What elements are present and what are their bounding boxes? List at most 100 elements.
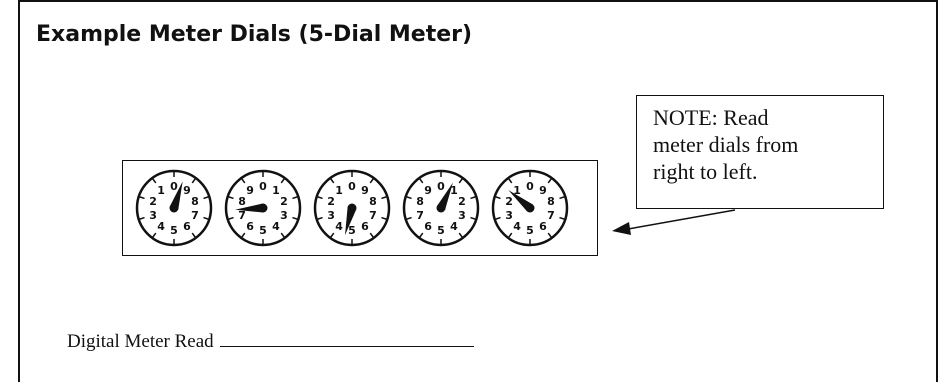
dial-tick [317,216,323,220]
dial-number: 5 [437,224,445,237]
digital-meter-read: Digital Meter Read [67,330,474,353]
dial-number: 1 [272,184,280,197]
dial-number: 5 [526,224,534,237]
dial-number: 6 [183,220,191,233]
dial-number: 4 [157,220,165,233]
dial-tick [495,196,501,200]
dial-pointer [169,181,183,210]
dial-number: 3 [505,209,513,222]
dial-number: 0 [526,180,534,193]
dial-number: 7 [369,209,377,222]
dial-tick [203,216,209,220]
dial-number: 6 [246,220,254,233]
dial-number: 9 [183,184,191,197]
dial-number: 9 [246,184,254,197]
dial-number: 5 [170,224,178,237]
dial-tick [559,216,565,220]
arrow-shaft [627,209,736,230]
dial-number: 8 [416,195,424,208]
note-box: NOTE: Read meter dials from right to lef… [636,95,884,209]
dial-number: 6 [424,220,432,233]
dial-pointer [345,206,357,236]
dial-face [313,169,391,247]
dial-tick [419,178,424,184]
dial-number: 2 [149,195,157,208]
dial-tick [228,196,234,200]
dial-number: 9 [539,184,547,197]
dial-number: 2 [458,195,466,208]
dial-number: 4 [335,220,343,233]
dial-hub [347,203,357,213]
dial-number: 3 [327,209,335,222]
dial-tick [228,216,234,220]
dial-number: 2 [280,195,288,208]
dial-tick [419,232,424,238]
dial-tick [241,178,246,184]
dial-face [491,169,569,247]
dial-number: 7 [238,209,246,222]
dial-pointer [235,203,264,213]
dial-number: 8 [547,195,555,208]
dial-tick [508,178,513,184]
dial-hub [525,203,535,213]
digital-meter-read-label: Digital Meter Read [67,331,214,352]
dial-tick [203,196,209,200]
dial-tick [152,178,157,184]
dial-number: 4 [272,220,280,233]
dial-tick [139,216,145,220]
dial-tick [317,196,323,200]
dial-number: 1 [513,184,521,197]
dial-tick [458,232,463,238]
note-line-2: meter dials from [653,132,799,157]
dial-tick [191,232,196,238]
dial-tick [470,196,476,200]
dial-number: 9 [361,184,369,197]
dial-tick [241,232,246,238]
dial-number: 6 [539,220,547,233]
dial-number: 9 [424,184,432,197]
note-line-1: NOTE: Read [653,105,769,130]
page-frame [18,0,938,382]
dial-tick [508,232,513,238]
dial-number: 8 [191,195,199,208]
dial-number: 0 [437,180,445,193]
dial-face [224,169,302,247]
dial-number: 3 [149,209,157,222]
dial-tick [139,196,145,200]
arrow-head [612,222,631,235]
dial-tick [406,216,412,220]
dial-number: 8 [238,195,246,208]
digital-meter-read-blank[interactable] [219,330,474,347]
dial-tick [280,232,285,238]
dial-number: 0 [348,180,356,193]
note-line-3: right to left. [653,159,758,184]
dial-number: 8 [369,195,377,208]
dial-number: 5 [348,224,356,237]
dial-tick [280,178,285,184]
dial-hub [436,203,446,213]
dial-face [135,169,213,247]
dial-tick [381,196,387,200]
dial-tick [292,196,298,200]
dial-number: 4 [513,220,521,233]
dial-number: 6 [361,220,369,233]
dial-number: 4 [450,220,458,233]
dial-number: 7 [191,209,199,222]
dial-tick [369,232,374,238]
dial-number: 1 [157,184,165,197]
dial-hub [258,203,268,213]
dial-tick [330,178,335,184]
dial-number: 7 [547,209,555,222]
dial-tick [547,178,552,184]
dial-number: 0 [259,180,267,193]
dial-tick [406,196,412,200]
dial-face [402,169,480,247]
dial-number: 0 [170,180,178,193]
